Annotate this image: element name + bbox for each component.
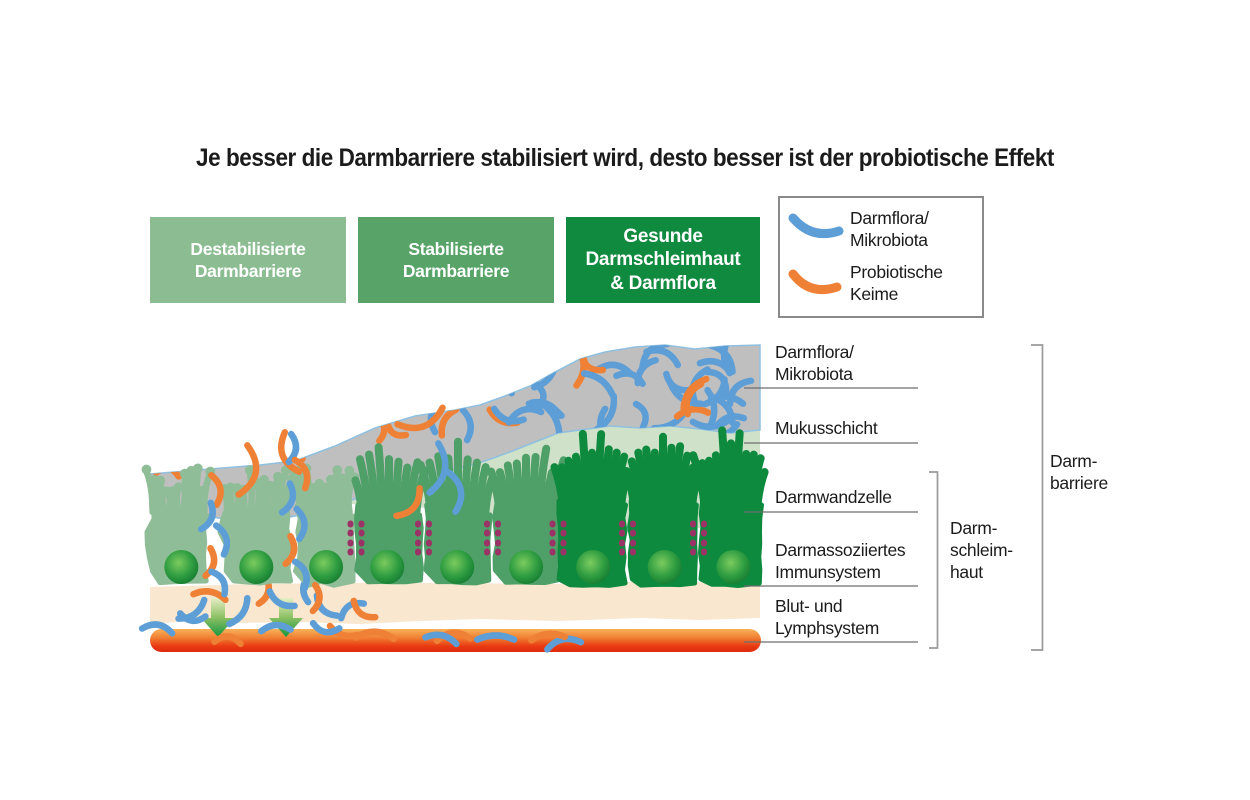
- legend: Darmflora/ Mikrobiota Probiotische Keime: [778, 196, 984, 318]
- probiotic-curve-icon: [788, 269, 842, 295]
- tight-junctions: [347, 520, 707, 556]
- leader-lines: [744, 387, 918, 643]
- bracket-label-darmbarriere: Darm- barriere: [1050, 451, 1108, 493]
- epithelial-cells: [141, 426, 769, 588]
- stage-box-stabilized: Stabilisierte Darmbarriere: [358, 217, 554, 303]
- brackets: [929, 344, 1044, 651]
- label-immunsystem: Darmassoziiertes Immunsystem: [775, 540, 906, 582]
- page-title: Je besser die Darmbarriere stabilisiert …: [196, 144, 1054, 172]
- bracket-label-darmschleimhaut: Darm- schleim- haut: [950, 518, 1013, 582]
- label-mukusschicht: Mukusschicht: [775, 418, 878, 438]
- microbiota-curve-icon: [788, 213, 844, 239]
- label-darmwandzelle: Darmwandzelle: [775, 487, 892, 507]
- legend-label-microbiota: Darmflora/ Mikrobiota: [850, 208, 929, 250]
- label-blut-lymphsystem: Blut- und Lymphsystem: [775, 596, 879, 638]
- bacteria-penetrating: [197, 404, 465, 615]
- label-darmflora-mikrobiota: Darmflora/ Mikrobiota: [775, 342, 854, 384]
- stage-box-healthy: Gesunde Darmschleimhaut & Darmflora: [566, 217, 760, 303]
- stage-box-destabilized: Destabilisierte Darmbarriere: [150, 217, 346, 303]
- legend-label-probiotic: Probiotische Keime: [850, 262, 943, 304]
